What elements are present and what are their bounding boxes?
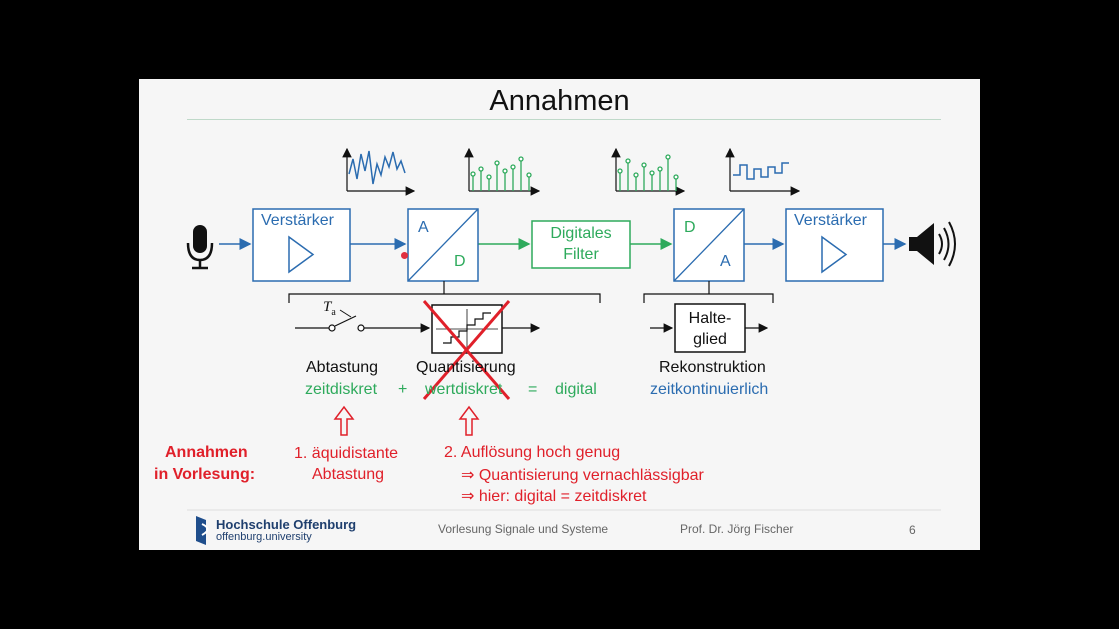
wertdiskret-label: wertdiskret [425,381,503,398]
equals-sign: = [528,381,538,398]
digital-label: digital [555,381,597,398]
digital-filter-block [531,220,631,269]
pointer-dot [401,252,408,259]
assumptions-heading-line2: in Vorlesung: [154,466,256,483]
slide-title: Annahmen [489,85,630,117]
input-amplifier-label: Verstärker [261,212,334,229]
sampling-period-label: Ta [323,299,336,318]
sampled-signal-sketch [464,147,541,196]
filter-label-line1: Digitales [550,225,612,242]
abtastung-label: Abtastung [306,359,379,376]
block-diagram [186,147,956,545]
course-name: Vorlesung Signale und Systeme [438,522,609,536]
university-logo-icon [196,516,209,545]
adc-block [407,208,479,282]
filtered-signal-sketch [611,147,686,196]
hold-label-line2: glied [693,331,727,348]
assumption-2-line1: 2. Auflösung hoch genug [444,444,621,461]
assumptions-heading-line1: Annahmen [165,444,248,461]
dac-a-label: A [720,253,731,270]
author-name: Prof. Dr. Jörg Fischer [680,522,794,536]
assumption-1-line1: 1. äquidistante [294,445,399,462]
filter-label-line2: Filter [563,246,599,263]
slide: Annahmen [139,79,980,550]
microphone-icon [186,225,214,270]
reconstructed-signal-sketch [725,147,801,196]
quantisierung-label: Quantisierung [416,359,516,376]
dac-d-label: D [684,219,696,236]
quantizer-block [431,304,541,354]
up-arrow-icon [333,405,355,436]
output-amplifier-label: Verstärker [794,212,867,229]
hold-label-line1: Halte- [688,310,732,327]
adc-bracket [288,281,601,303]
hold-element-block [650,303,769,353]
university-name: Hochschule Offenburg [216,517,357,532]
sampling-switch [295,309,431,333]
zeitdiskret-label: zeitdiskret [305,381,378,398]
university-url: offenburg.university [216,531,312,543]
adc-a-label: A [418,219,429,236]
assumption-2-line2: ⇒ Quantisierung vernachlässigbar [461,467,704,484]
page-number: 6 [909,523,916,537]
up-arrow-icon [458,405,480,436]
speaker-icon [909,221,956,267]
input-amplifier-block [252,208,351,282]
adc-d-label: D [454,253,466,270]
zeitkontinuierlich-label: zeitkontinuierlich [650,381,769,398]
dac-bracket [643,281,774,303]
cross-out-mark [422,300,511,400]
assumption-1-line2: Abtastung [312,466,385,483]
assumption-2-line3: ⇒ hier: digital = zeitdiskret [461,488,647,505]
analog-signal-sketch [342,147,416,196]
output-amplifier-block [785,208,884,282]
rekonstruktion-label: Rekonstruktion [659,359,766,376]
title-divider [187,119,941,120]
plus-sign: + [398,381,408,398]
dac-block [673,208,745,282]
